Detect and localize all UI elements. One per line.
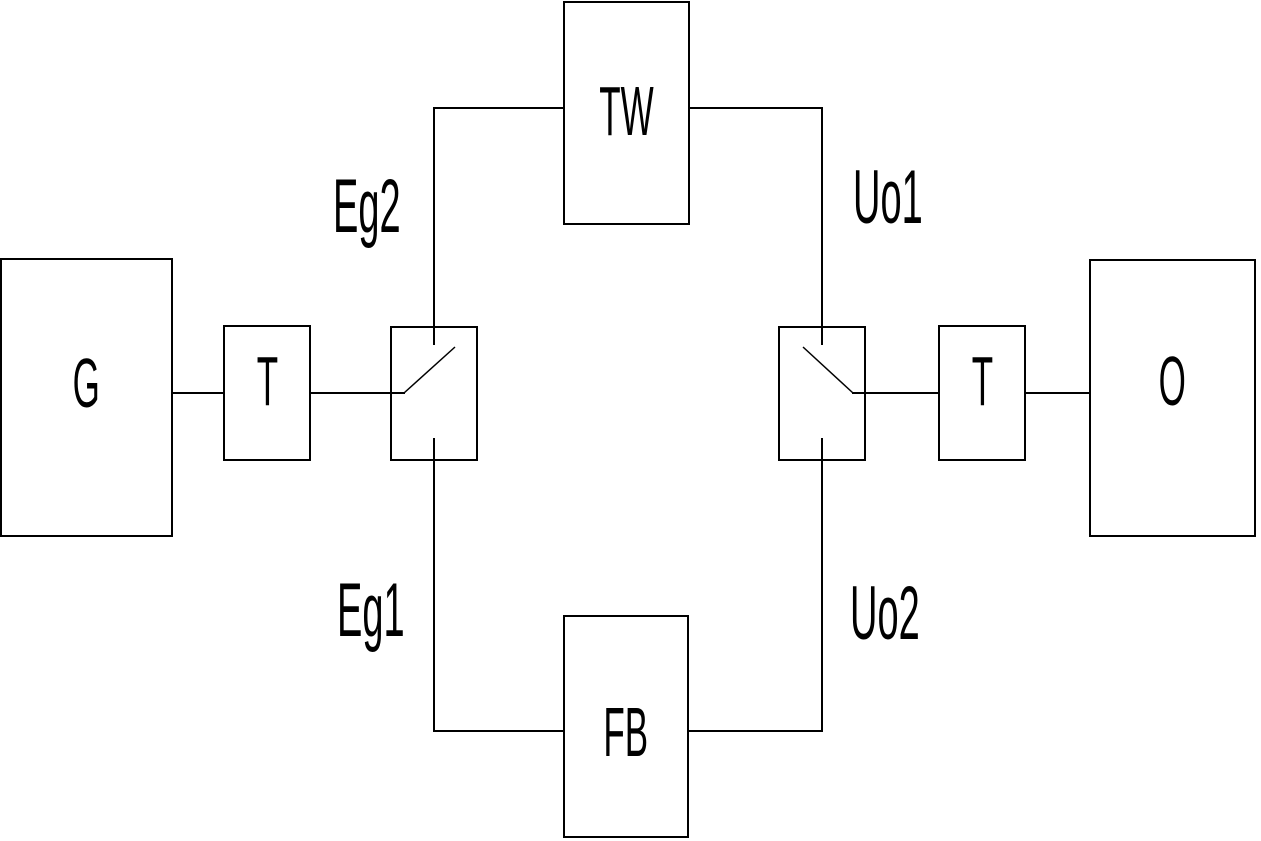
wire-label-eg2: Eg2 bbox=[333, 164, 401, 249]
block-tw-label: TW bbox=[599, 72, 654, 150]
block-generator-label: G bbox=[72, 343, 101, 422]
wire-transformer-to-switch-left bbox=[309, 392, 405, 394]
wire-label-eg1: Eg1 bbox=[337, 568, 405, 653]
wire-top-left-horizontal bbox=[433, 107, 564, 109]
block-output-label: O bbox=[1158, 342, 1187, 420]
wire-label-uo1: Uo1 bbox=[853, 155, 923, 240]
wire-right-bottom-vertical bbox=[821, 438, 823, 732]
wire-label-uo2: Uo2 bbox=[850, 571, 920, 656]
wire-switch-right-to-transformer bbox=[852, 392, 939, 394]
block-generator: G bbox=[0, 258, 173, 537]
wire-bottom-left-horizontal bbox=[433, 730, 564, 732]
wire-left-bottom-vertical bbox=[433, 438, 435, 732]
wire-bottom-right-horizontal bbox=[688, 730, 823, 732]
block-tw: TW bbox=[563, 1, 690, 225]
block-transformer-right: T bbox=[938, 325, 1026, 461]
block-fb-label: FB bbox=[603, 692, 649, 771]
wire-left-top-vertical bbox=[433, 107, 435, 345]
wire-transformer-to-output bbox=[1024, 392, 1090, 394]
block-transformer-right-label: T bbox=[971, 342, 993, 420]
block-fb: FB bbox=[563, 615, 689, 838]
wire-right-top-vertical bbox=[821, 107, 823, 345]
block-transformer-left-label: T bbox=[256, 342, 278, 420]
block-transformer-left: T bbox=[223, 325, 311, 461]
wire-top-right-horizontal bbox=[689, 107, 823, 109]
block-output: O bbox=[1089, 259, 1256, 537]
wire-generator-to-transformer bbox=[171, 392, 223, 394]
